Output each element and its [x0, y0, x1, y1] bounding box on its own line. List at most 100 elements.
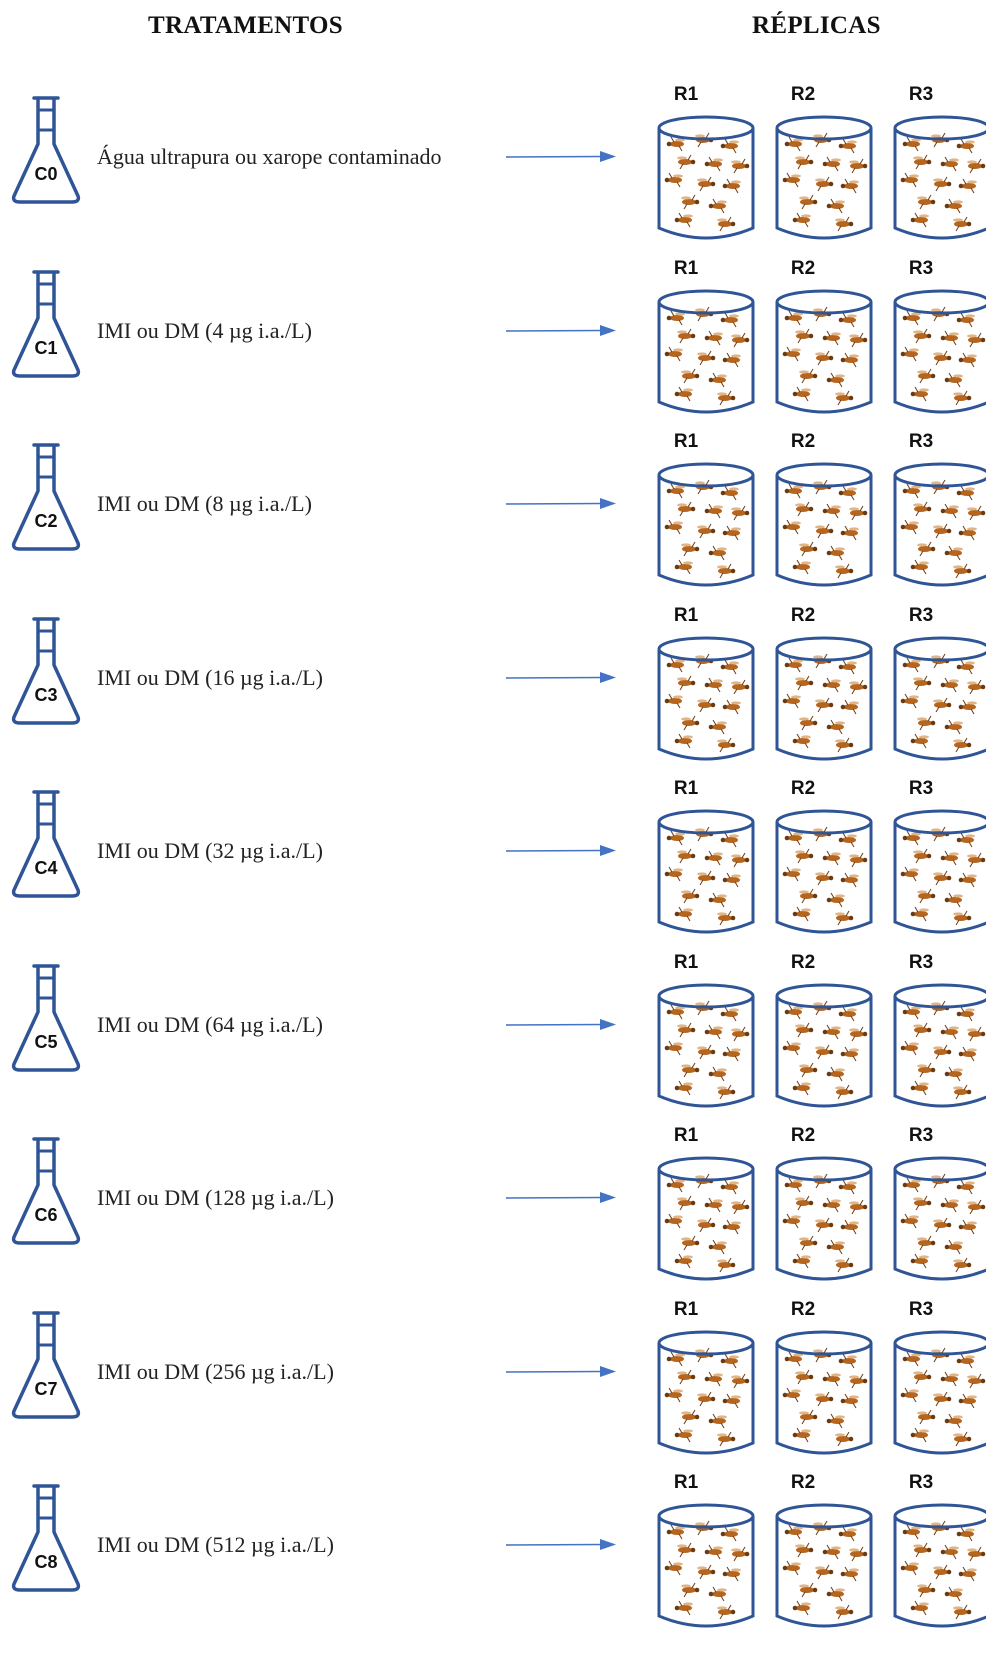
cage-cylinder: [893, 289, 986, 413]
arrow-icon: [506, 1192, 616, 1203]
treatment-code: C3: [34, 684, 58, 705]
replicate-label: R1: [673, 1125, 699, 1146]
cage-cylinder: [657, 115, 755, 240]
replicate-label: R2: [790, 257, 816, 279]
cage-cylinder: [657, 809, 755, 934]
cage-cylinder: [775, 1330, 873, 1454]
replicate-label: R2: [790, 84, 816, 105]
replicate-label: R2: [790, 1298, 816, 1320]
replicate-label: R2: [790, 604, 816, 626]
replicate-label: R3: [908, 778, 934, 799]
replicate-label: R2: [790, 778, 816, 799]
replicate-label: R1: [673, 951, 699, 973]
replicate-label: R3: [908, 951, 934, 973]
arrow-icon: [506, 1539, 616, 1550]
flask-icon: [11, 96, 81, 204]
treatment-row: C4 IMI ou DM (32 µg i.a./L) R1 R2 R3: [0, 778, 986, 960]
arrow-icon: [506, 845, 616, 856]
cage-cylinder: [657, 1156, 755, 1281]
treatment-description: IMI ou DM (8 µg i.a./L): [97, 491, 312, 516]
cage-cylinder: [657, 983, 755, 1107]
replicate-label: R1: [673, 1298, 699, 1320]
treatment-code: C2: [34, 511, 58, 531]
cage-cylinder: [893, 809, 986, 934]
replicate-label: R3: [908, 1298, 934, 1320]
flask-icon: [11, 1310, 81, 1419]
treatment-code: C1: [34, 337, 58, 358]
treatment-code: C7: [34, 1378, 58, 1399]
replicate-label: R1: [673, 604, 699, 626]
treatment-code: C6: [34, 1205, 58, 1225]
flask-icon: [11, 443, 81, 551]
flask-icon: [11, 1137, 81, 1245]
treatment-row: C0 Água ultrapura ou xarope contaminado R1…: [0, 84, 986, 266]
cage-cylinder: [893, 462, 986, 587]
cage-cylinder: [775, 1156, 873, 1281]
cage-cylinder: [657, 1503, 755, 1628]
cage-cylinder: [775, 636, 873, 760]
treatment-description: IMI ou DM (512 µg i.a./L): [97, 1532, 334, 1557]
flask-icon: [11, 963, 81, 1072]
flask-icon: [11, 616, 81, 725]
treatment-code: C8: [34, 1552, 58, 1572]
arrow-icon: [506, 151, 616, 162]
replicate-label: R3: [908, 604, 934, 626]
flask-icon: [11, 1484, 81, 1592]
replicate-label: R2: [790, 431, 816, 452]
treatment-row: C7 IMI ou DM (256 µg i.a./L) R1 R2 R3: [0, 1299, 986, 1481]
flask-icon: [11, 790, 81, 898]
cage-cylinder: [775, 1503, 873, 1628]
treatment-description: IMI ou DM (256 µg i.a./L): [97, 1358, 334, 1384]
replicate-label: R3: [908, 431, 934, 452]
cage-cylinder: [893, 636, 986, 760]
treatment-row: C6 IMI ou DM (128 µg i.a./L) R1 R2 R3: [0, 1125, 986, 1307]
treatment-row: C3 IMI ou DM (16 µg i.a./L) R1 R2 R3: [0, 605, 986, 787]
replicate-label: R3: [908, 1472, 934, 1493]
replicate-label: R1: [673, 1472, 699, 1493]
treatment-code: C5: [34, 1031, 58, 1052]
replicate-label: R2: [790, 1472, 816, 1493]
treatment-description: IMI ou DM (4 µg i.a./L): [97, 317, 312, 343]
cage-cylinder: [657, 289, 755, 413]
arrow-icon: [506, 1365, 616, 1377]
cage-cylinder: [657, 1330, 755, 1454]
cage-cylinder: [657, 462, 755, 587]
treatment-description: IMI ou DM (16 µg i.a./L): [97, 664, 323, 690]
treatment-row: C1 IMI ou DM (4 µg i.a./L) R1 R2 R3: [0, 258, 986, 440]
treatment-row: C5 IMI ou DM (64 µg i.a./L) R1 R2 R3: [0, 952, 986, 1134]
replicate-label: R1: [673, 778, 699, 799]
treatment-description: IMI ou DM (32 µg i.a./L): [97, 838, 323, 863]
replicates-header: RÉPLICAS: [752, 12, 881, 39]
arrow-icon: [506, 324, 616, 336]
replicate-label: R2: [790, 951, 816, 973]
treatment-row: C2 IMI ou DM (8 µg i.a./L) R1 R2 R3: [0, 431, 986, 613]
replicate-label: R1: [673, 431, 699, 452]
treatment-description: IMI ou DM (64 µg i.a./L): [97, 1011, 323, 1037]
arrow-icon: [506, 671, 616, 683]
cage-cylinder: [893, 1156, 986, 1281]
cage-cylinder: [775, 289, 873, 413]
treatment-code: C0: [34, 164, 58, 184]
replicate-label: R3: [908, 84, 934, 105]
cage-cylinder: [893, 983, 986, 1107]
arrow-icon: [506, 1018, 616, 1030]
treatment-row: C8 IMI ou DM (512 µg i.a./L) R1 R2 R3: [0, 1472, 986, 1654]
cage-cylinder: [775, 809, 873, 934]
treatment-description: Água ultrapura ou xarope contaminado: [97, 144, 442, 169]
cage-cylinder: [893, 115, 986, 240]
treatment-description: IMI ou DM (128 µg i.a./L): [97, 1185, 334, 1210]
cage-cylinder: [775, 983, 873, 1107]
cage-cylinder: [893, 1330, 986, 1454]
replicate-label: R1: [673, 84, 699, 105]
cage-cylinder: [775, 462, 873, 587]
flask-icon: [11, 269, 81, 378]
cage-cylinder: [893, 1503, 986, 1628]
replicate-label: R2: [790, 1125, 816, 1146]
replicate-label: R1: [673, 257, 699, 279]
replicate-label: R3: [908, 257, 934, 279]
arrow-icon: [506, 498, 616, 509]
treatments-header: TRATAMENTOS: [148, 12, 343, 39]
treatment-code: C4: [34, 858, 58, 878]
replicate-label: R3: [908, 1125, 934, 1146]
cage-cylinder: [775, 115, 873, 240]
